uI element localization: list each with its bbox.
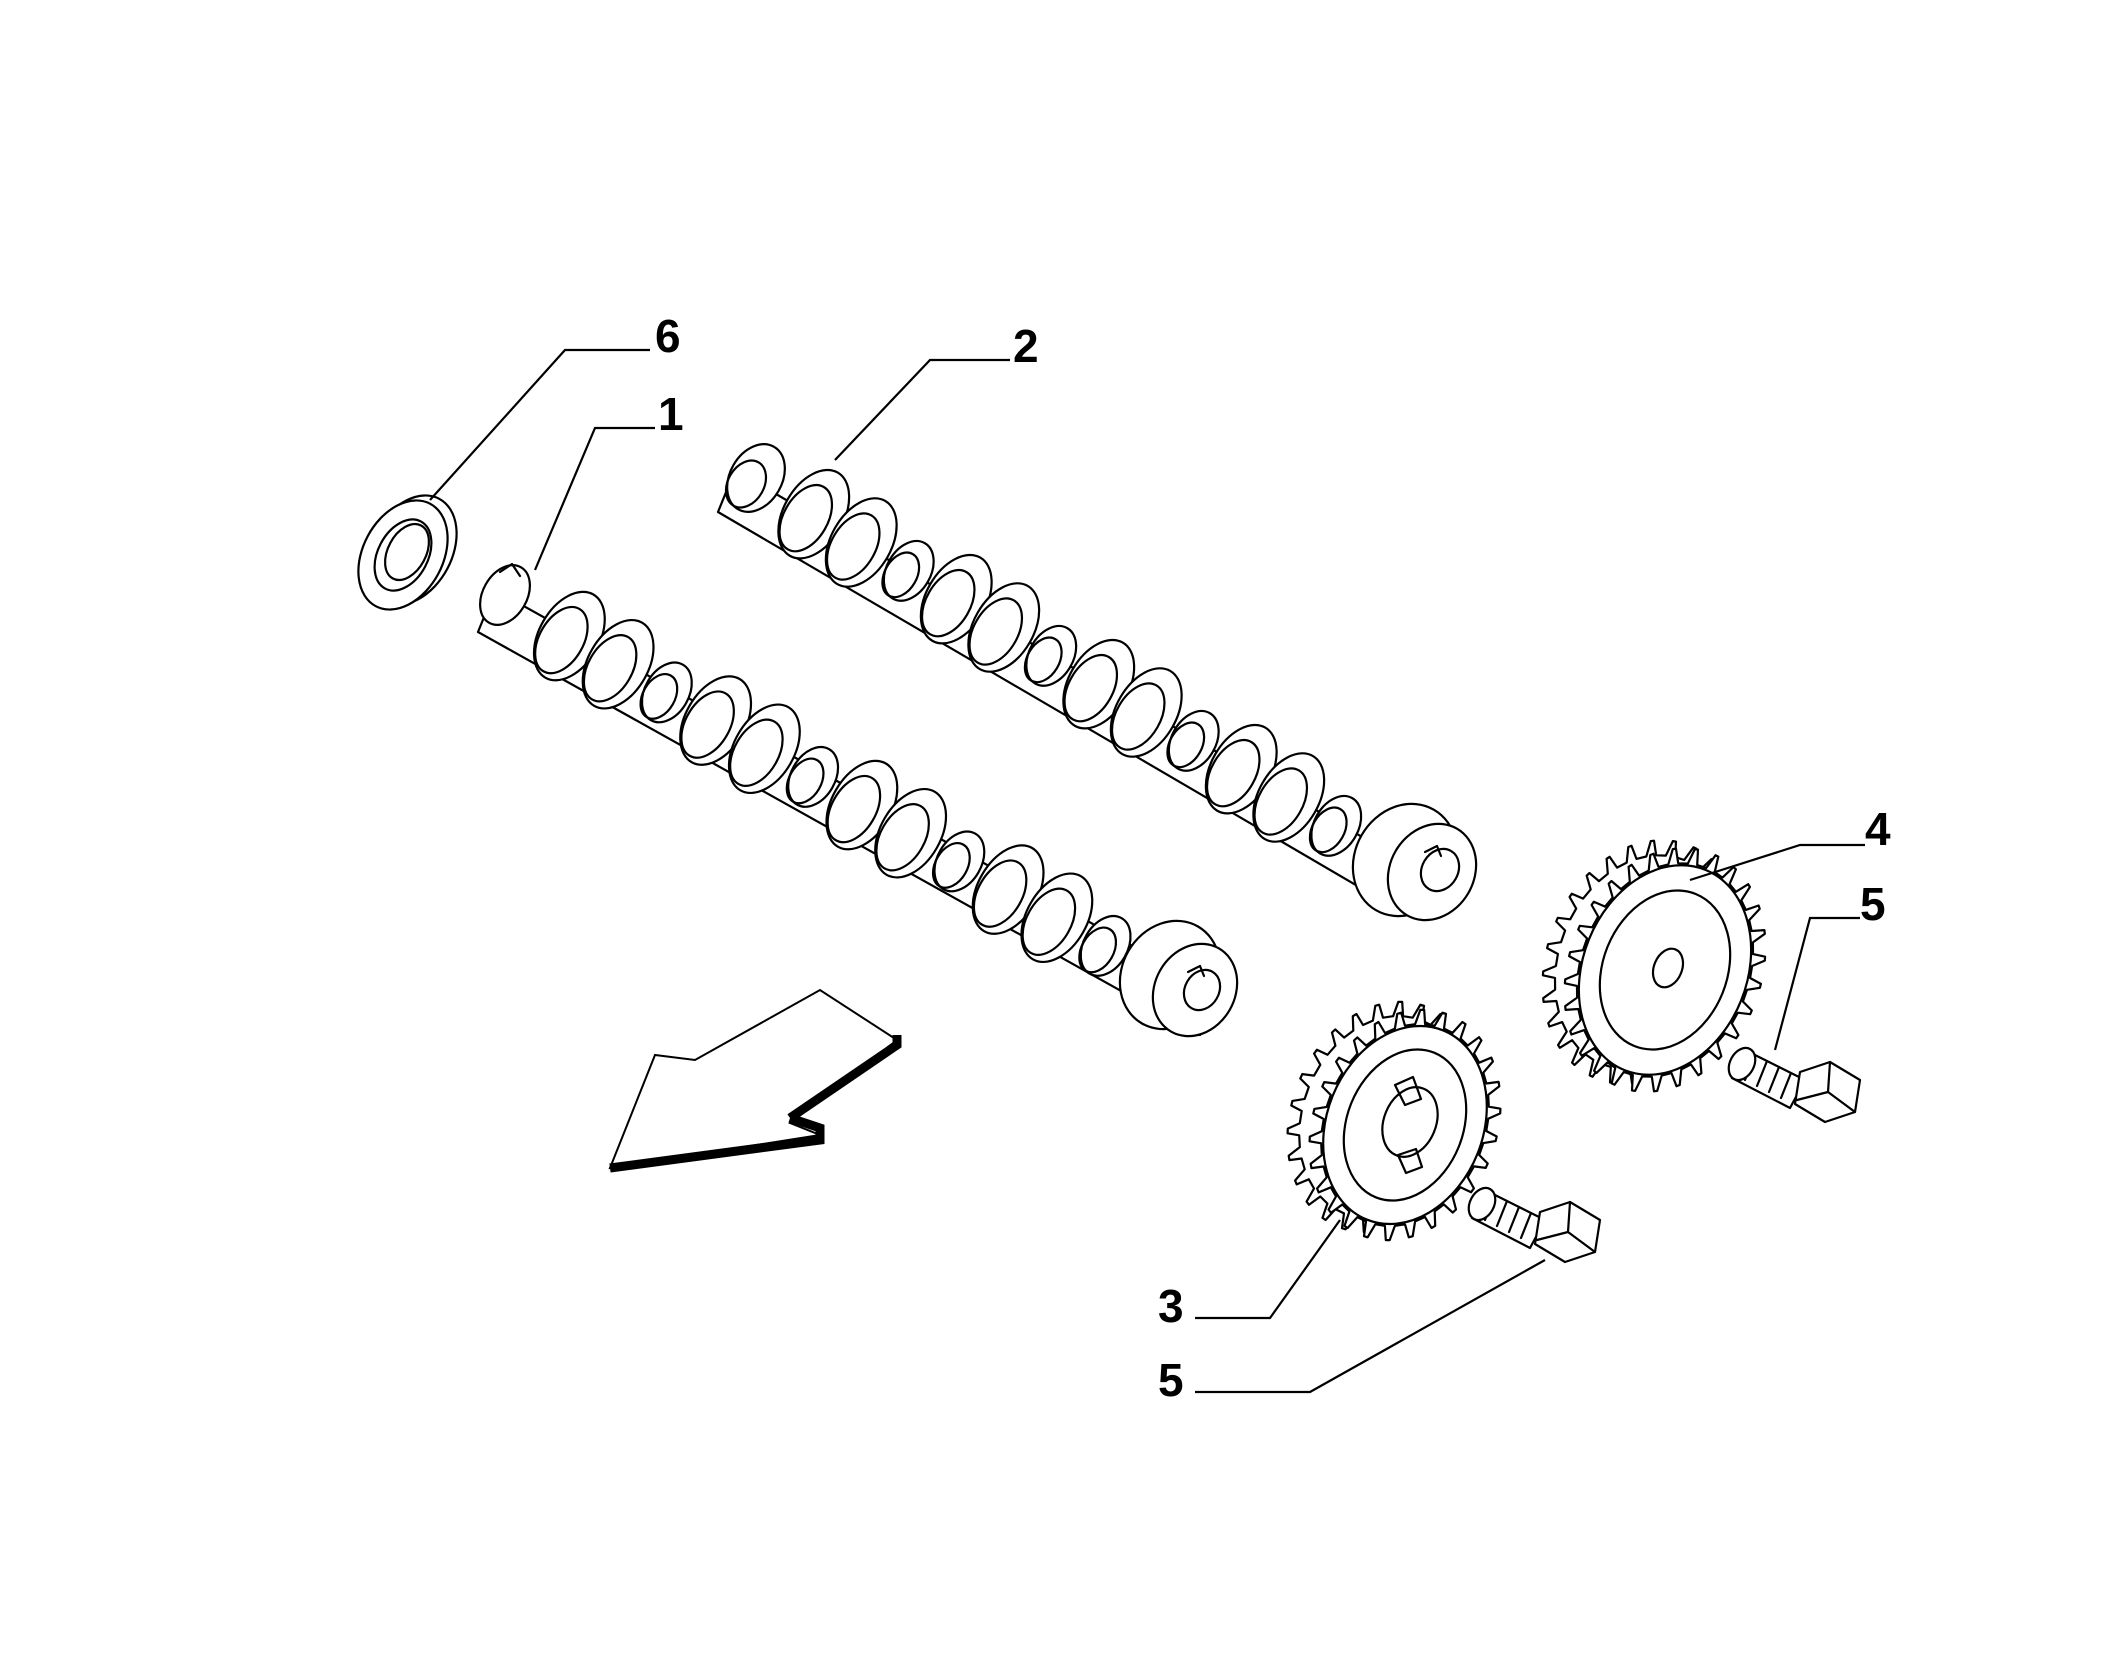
lower-camshaft-gear[interactable] — [1286, 1000, 1516, 1249]
leader-line-4 — [1689, 843, 1865, 882]
callout-2: 2 — [1013, 320, 1039, 372]
cam2-lobe-edge — [881, 551, 921, 599]
cam1-lobe-edge — [639, 673, 679, 720]
callout-labels: 6 1 2 4 5 3 5 — [655, 310, 1891, 1406]
cam1-lobe-edge — [1021, 887, 1077, 956]
cam2-lobe-edge — [778, 484, 834, 553]
cam1-lobe-edge — [582, 634, 638, 703]
upper-gear-bolt[interactable] — [1723, 1043, 1862, 1124]
leader-line-5-upper — [1773, 916, 1860, 1051]
callout-5-lower: 5 — [1158, 1354, 1184, 1406]
leader-lines — [429, 348, 1865, 1394]
cam2-lobe — [1109, 667, 1183, 758]
direction-arrow-icon — [608, 988, 902, 1173]
cam1-lobe-edge — [534, 605, 589, 675]
cam1-lobe — [1020, 872, 1094, 964]
callout-1: 1 — [658, 388, 684, 440]
callout-5-upper: 5 — [1860, 878, 1886, 930]
callout-4: 4 — [1865, 803, 1891, 855]
cam2-lobe-edge — [1253, 767, 1309, 836]
callout-6: 6 — [655, 310, 681, 362]
cam1-lobe-edge — [680, 690, 735, 759]
cam1-lobe — [727, 703, 801, 795]
cam2-lobe-edge — [1110, 682, 1166, 751]
cam1-lobe-edge — [1078, 926, 1118, 974]
intake-camshaft[interactable] — [715, 434, 1493, 936]
exhaust-camshaft[interactable] — [470, 556, 1254, 1051]
cam1-lobe — [581, 618, 655, 710]
cam2-lobe — [1252, 752, 1326, 843]
callout-3: 3 — [1158, 1280, 1184, 1332]
cam1-lobe-edge — [826, 774, 882, 844]
cam2-lobe-edge — [1023, 636, 1063, 684]
oil-seal-ring[interactable] — [340, 480, 474, 625]
leader-line-5-lower — [1195, 1259, 1546, 1394]
cam1-lobe-edge — [729, 718, 784, 787]
cam2-lobe — [967, 582, 1041, 673]
cam1-lobe-edge — [785, 757, 825, 805]
lower-gear-bolt[interactable] — [1463, 1183, 1602, 1264]
cam2-lobe-edge — [968, 597, 1024, 666]
cam1-lobe-edge — [972, 859, 1028, 928]
cam1-lobe-edge — [931, 842, 971, 889]
leader-line-2 — [834, 358, 1010, 461]
cam2-lobe — [824, 497, 898, 588]
cam2-lobe-edge — [825, 512, 881, 581]
cam2-lobe-edge — [1205, 739, 1261, 808]
upper-camshaft-gear[interactable] — [1541, 839, 1782, 1101]
cam1-lobe — [874, 787, 948, 879]
cam2-lobe-edge — [1308, 806, 1348, 854]
cam1-lobe-edge — [875, 803, 930, 872]
cam2-lobe-edge — [1166, 721, 1206, 769]
cam2-lobe-edge — [1063, 654, 1119, 723]
leader-line-1 — [533, 426, 655, 571]
leader-line-3 — [1195, 1219, 1341, 1320]
cam2-lobe-edge — [920, 569, 976, 638]
leader-line-6 — [429, 348, 650, 501]
